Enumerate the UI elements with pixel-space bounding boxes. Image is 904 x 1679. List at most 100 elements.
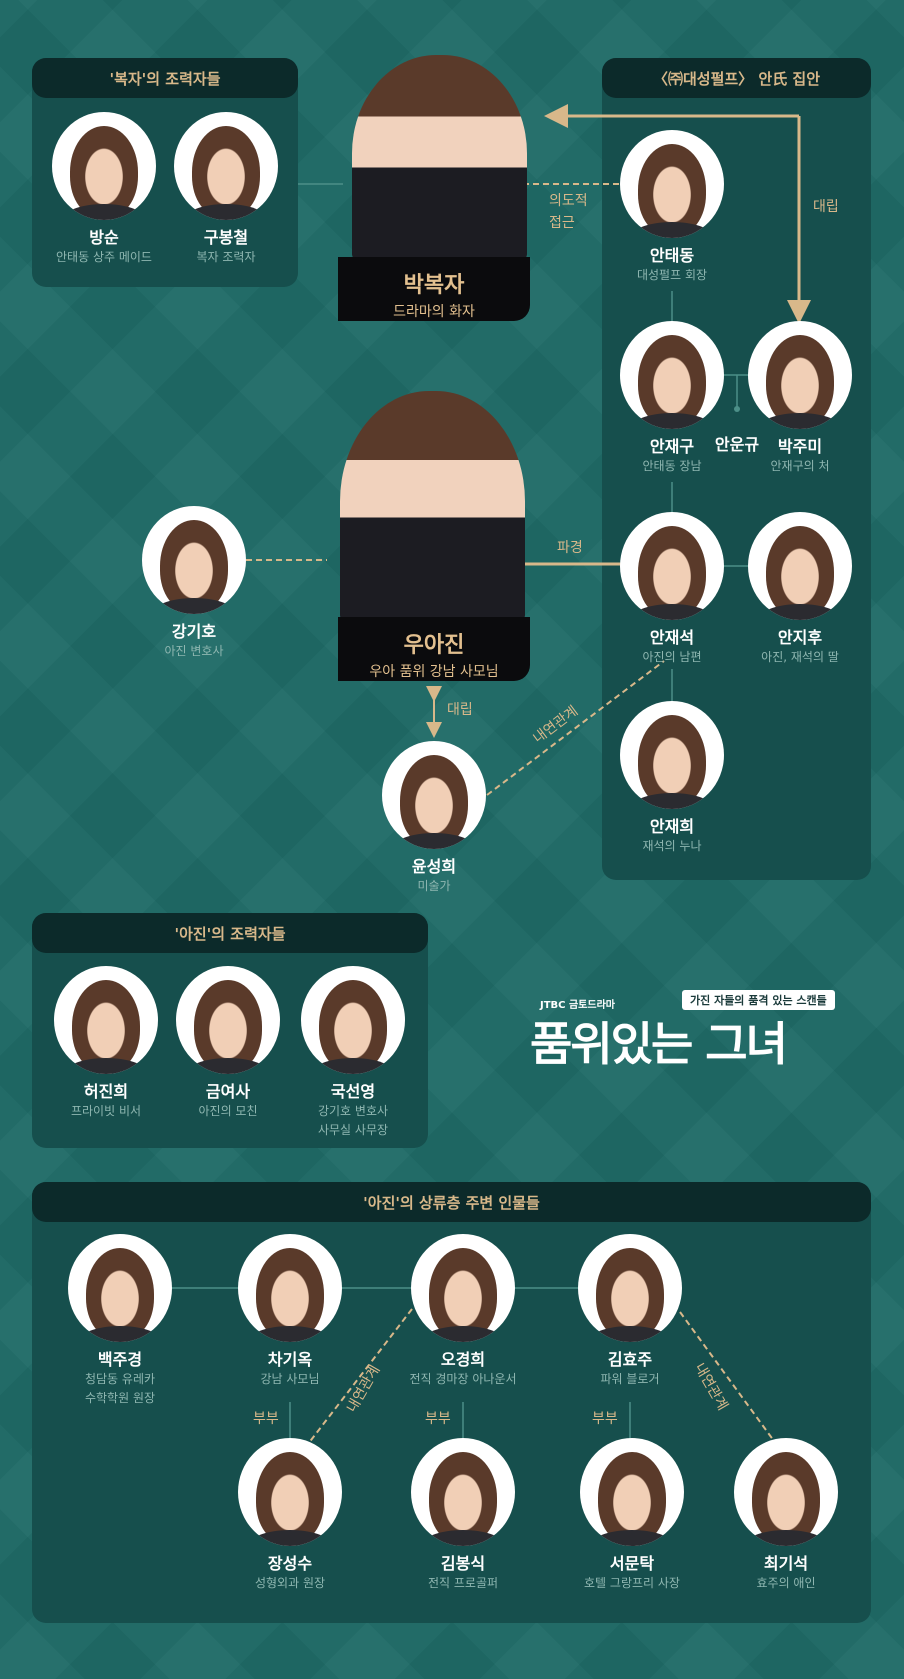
drama-title: 품위있는 그녀 <box>530 1017 788 1071</box>
portrait <box>52 112 156 220</box>
character-name: 차기옥 <box>267 1350 313 1369</box>
portrait <box>142 506 246 614</box>
character-desc: 아진 변호사 <box>164 644 224 658</box>
lead-desc: 우아 품위 강남 사모님 <box>369 664 499 680</box>
character-desc: 사무실 사무장 <box>317 1123 389 1137</box>
character-desc: 안태동 장남 <box>642 459 702 473</box>
network-label: JTBC 금토드라마 <box>540 1000 615 1011</box>
label-line: 의도적 <box>549 193 588 209</box>
breakup-label: 파경 <box>557 540 583 556</box>
intentional-approach-label: 의도적 접근 <box>549 190 588 234</box>
bokja-photo <box>352 55 527 260</box>
character-desc: 수학학원 원장 <box>84 1391 156 1405</box>
character-name: 국선영 <box>330 1082 376 1101</box>
portrait <box>176 966 280 1074</box>
couple-label-1: 부부 <box>253 1411 279 1427</box>
character-desc: 아진의 남편 <box>642 650 702 664</box>
character-name: 서문탁 <box>609 1554 655 1573</box>
character-desc: 전직 경마장 아나운서 <box>409 1372 517 1386</box>
character-name: 방순 <box>89 228 119 247</box>
portrait <box>68 1234 172 1342</box>
bokja-label: 박복자 드라마의 화자 <box>338 257 530 321</box>
tagline: 가진 자들의 품격 있는 스캔들 <box>682 990 835 1010</box>
rivalry-label-top: 대립 <box>813 199 839 215</box>
character-desc: 전직 프로골퍼 <box>427 1576 499 1590</box>
character-desc: 프라이빗 비서 <box>70 1104 142 1118</box>
character-desc: 재석의 누나 <box>642 839 702 853</box>
character-desc: 강기호 변호사 <box>317 1104 389 1118</box>
portrait <box>578 1234 682 1342</box>
character-name: 김봉식 <box>440 1554 486 1573</box>
portrait <box>301 966 405 1074</box>
character-desc: 아진, 재석의 딸 <box>761 650 839 664</box>
character-desc: 파워 블로거 <box>600 1372 660 1386</box>
affair-line-1 <box>486 660 665 796</box>
affair-line-3 <box>679 1311 775 1442</box>
character-desc: 대성펄프 회장 <box>636 268 708 282</box>
character-name: 박주미 <box>777 437 823 456</box>
portrait <box>411 1438 515 1546</box>
character-name: 오경희 <box>440 1350 486 1369</box>
lead-name: 박복자 <box>403 273 465 298</box>
ajin-photo <box>340 391 525 621</box>
character-name: 안운규 <box>714 435 760 454</box>
character-desc: 청담동 유레카 <box>84 1372 156 1386</box>
character-name: 안재석 <box>649 628 695 647</box>
character-name: 안지후 <box>777 628 823 647</box>
character-name: 최기석 <box>763 1554 809 1573</box>
group-header: '복자'의 조력자들 <box>32 58 298 98</box>
group-header: '아진'의 조력자들 <box>32 913 428 953</box>
character-name: 강기호 <box>171 622 217 641</box>
character-desc: 복자 조력자 <box>196 250 256 264</box>
label-line: 접근 <box>549 215 575 231</box>
character-name: 금여사 <box>205 1082 251 1101</box>
portrait <box>620 512 724 620</box>
drama-logo: JTBC 금토드라마 가진 자들의 품격 있는 스캔들 품위있는 그녀 <box>530 990 860 1080</box>
lead-name: 우아진 <box>403 633 465 658</box>
portrait <box>620 701 724 809</box>
portrait <box>620 321 724 429</box>
character-name: 장성수 <box>267 1554 313 1573</box>
character-desc: 안재구의 처 <box>770 459 830 473</box>
character-name: 백주경 <box>97 1350 143 1369</box>
affair-line-2 <box>307 1308 413 1445</box>
group-header: '아진'의 상류층 주변 인물들 <box>32 1182 871 1222</box>
character-desc: 강남 사모님 <box>260 1372 320 1386</box>
character-desc: 아진의 모친 <box>198 1104 258 1118</box>
portrait <box>238 1438 342 1546</box>
portrait <box>382 741 486 849</box>
ajin-label: 우아진 우아 품위 강남 사모님 <box>338 617 530 681</box>
character-desc: 호텔 그랑프리 사장 <box>584 1576 680 1590</box>
character-name: 구봉철 <box>203 228 249 247</box>
rivalry-label-mid: 대립 <box>447 702 473 718</box>
character-desc: 미술가 <box>417 879 451 893</box>
character-name: 김효주 <box>607 1350 653 1369</box>
character-name: 안태동 <box>649 246 695 265</box>
character-anungyu: 안운규 <box>667 427 807 455</box>
portrait <box>580 1438 684 1546</box>
ungyu-dot <box>734 406 740 412</box>
character-desc: 효주의 애인 <box>756 1576 816 1590</box>
character-desc: 안태동 상주 메이드 <box>56 250 152 264</box>
lead-desc: 드라마의 화자 <box>393 304 475 320</box>
portrait <box>620 130 724 238</box>
portrait <box>411 1234 515 1342</box>
group-header: 〈㈜대성펄프〉 안氏 집안 <box>602 58 871 98</box>
